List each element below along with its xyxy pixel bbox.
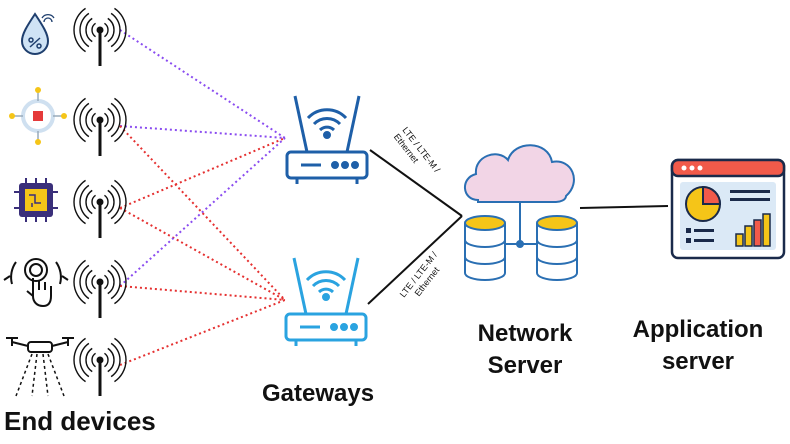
backhaul-bottom [367, 215, 463, 305]
network-server-label-line2: Server [487, 352, 563, 379]
antenna-icon [73, 7, 127, 66]
backhaul-top [369, 149, 463, 217]
touch-sensor-icon [3, 258, 69, 308]
device-gateway-links [119, 29, 286, 366]
gateway-top [285, 95, 369, 184]
chip-icon [14, 178, 58, 222]
link-device1-gw1 [119, 29, 286, 139]
ns-app-link [579, 205, 669, 209]
link-device5-gw2 [119, 299, 286, 366]
link-device3-gw1 [119, 137, 286, 209]
application-dashboard-icon [670, 158, 786, 260]
link-device2-gw1 [119, 125, 286, 139]
antenna-icon [73, 179, 127, 238]
gateway-bottom [284, 257, 368, 346]
database-right-icon [536, 215, 578, 281]
antenna-icon [73, 259, 127, 318]
link-device4-gw2 [119, 285, 286, 301]
database-left-icon [464, 215, 506, 281]
application-server-label-line2: server [661, 348, 735, 375]
cloud-icon [464, 144, 575, 203]
device-antennas [73, 7, 127, 396]
water-drop-sensor-icon [20, 12, 55, 55]
application-server-label: Application server [628, 314, 768, 378]
end-devices-label: End devices [4, 406, 156, 436]
backhaul-links [367, 149, 669, 305]
backhaul-top-label: LTE / LTE-M / Ethernet [392, 125, 444, 183]
drone-sprayer-icon [6, 337, 74, 397]
network-server-label: Network Server [455, 318, 595, 382]
backhaul-bottom-label: LTE / LTE-M / Ethernet [398, 248, 450, 306]
application-server-label-line1: Application [632, 316, 764, 343]
antenna-icon [73, 337, 127, 396]
link-device4-gw1 [119, 137, 286, 287]
network-server-label-line1: Network [477, 320, 573, 347]
sensor-node-icon [9, 87, 67, 145]
antenna-icon [73, 97, 127, 156]
link-device3-gw2 [119, 207, 286, 301]
gateways-label: Gateways [262, 380, 375, 407]
